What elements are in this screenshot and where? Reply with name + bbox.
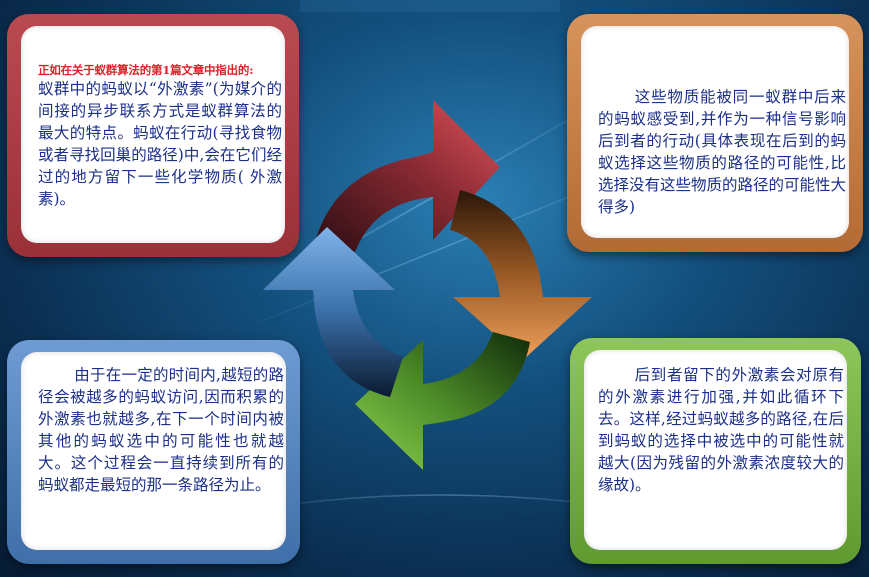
card-top-right [567, 14, 863, 252]
card-bottom-right-text: 后到者留下的外激素会对原有的外激素进行加强,并如此循环下去。这样,经过蚂蚁越多的… [598, 364, 844, 496]
card-bottom-left-body: 由于在一定的时间内,越短的路径会被越多的蚂蚁访问,因而积累的外激素也就越多,在下… [38, 366, 284, 494]
cycle-arrows [263, 100, 592, 470]
card-top-right-text: 这些物质能被同一蚁群中后来的蚂蚁感受到,并作为一种信号影响后到者的行动(具体表现… [598, 86, 846, 218]
arrow-orange [450, 190, 592, 360]
arrow-blue [263, 227, 403, 397]
card-bottom-right [570, 338, 861, 564]
card-top-right-body: 这些物质能被同一蚁群中后来的蚂蚁感受到,并作为一种信号影响后到者的行动(具体表现… [598, 88, 847, 216]
card-bottom-right-body: 后到者留下的外激素会对原有的外激素进行加强,并如此循环下去。这样,经过蚂蚁越多的… [598, 366, 844, 494]
card-top-left [7, 14, 299, 257]
card-top-left-lead: 正如在关于蚁群算法的第1篇文章中指出的: [38, 63, 254, 77]
card-top-left-body: 蚁群中的蚂蚁以“外激素”(为媒介的间接的异步联系方式是蚁群算法的最大的特点。蚂蚁… [38, 80, 282, 208]
card-bottom-left [7, 340, 300, 564]
card-top-left-text: 正如在关于蚁群算法的第1篇文章中指出的: 蚁群中的蚂蚁以“外激素”(为媒介的间接… [38, 62, 282, 210]
card-bottom-left-text: 由于在一定的时间内,越短的路径会被越多的蚂蚁访问,因而积累的外激素也就越多,在下… [38, 364, 284, 496]
arrow-red [315, 100, 500, 252]
